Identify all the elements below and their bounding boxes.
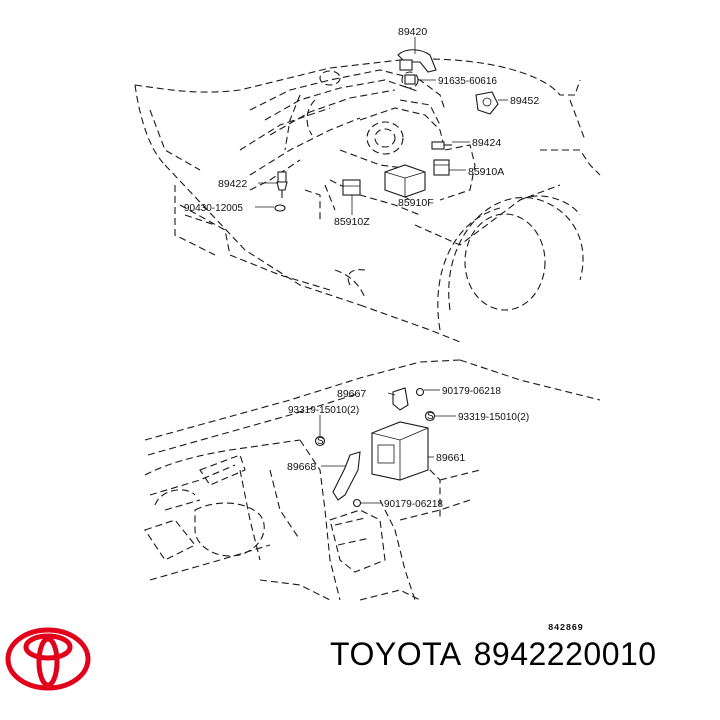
sensor-89452: [475, 91, 499, 115]
label-90179-06218-top: 90179-06218: [442, 386, 501, 397]
bracket-89667: [392, 387, 409, 411]
label-89420: 89420: [398, 26, 427, 38]
label-85910Z: 85910Z: [334, 216, 370, 228]
bolt-90179-06218-bottom: [352, 498, 362, 508]
label-89424: 89424: [472, 137, 501, 149]
ecu-box-85910F: [384, 164, 426, 198]
engine-bay-view: 89420 91635-60616 89452 89424 85910A 894…: [134, 26, 601, 343]
clip-91635-60616: [404, 74, 416, 85]
label-93319-15010-left: 93319-15010(2): [288, 405, 359, 416]
screw-93319-15010-left: [314, 435, 326, 447]
label-93319-15010-right: 93319-15010(2): [458, 412, 529, 423]
gasket-90430-12005: [274, 204, 286, 212]
leader-lines-bottom: [319, 389, 456, 504]
bracket-89668: [332, 451, 361, 501]
sensor-89420: [397, 49, 437, 73]
relay-85910Z: [342, 179, 361, 196]
label-90179-06218-bottom: 90179-06218: [384, 499, 443, 510]
label-91635-60616: 91635-60616: [438, 76, 497, 87]
label-89661: 89661: [436, 452, 465, 464]
label-89667: 89667: [337, 388, 366, 400]
label-90430-12005: 90430-12005: [184, 203, 243, 214]
part-number: 8942220010: [473, 636, 657, 672]
diagram-reference: 842869: [548, 623, 583, 633]
label-89668: 89668: [287, 461, 316, 473]
ecu-89661: [371, 421, 429, 481]
screw-mark-left: S: [317, 436, 324, 447]
label-89452: 89452: [510, 95, 539, 107]
brand-name: TOYOTA: [330, 636, 462, 672]
label-85910A: 85910A: [468, 166, 504, 178]
relay-85910A: [433, 159, 450, 176]
label-85910F: 85910F: [398, 197, 434, 209]
bolt-90179-06218-top: [415, 387, 425, 397]
sensor-89422: [276, 171, 288, 198]
product-caption: TOYOTA 8942220010: [330, 636, 669, 673]
sensor-89424: [431, 141, 452, 150]
label-89422: 89422: [218, 178, 247, 190]
leader-lines-top: [255, 37, 508, 215]
dashboard-view: S S 89667 90179-06218 93319-15010(2) 933…: [144, 359, 601, 601]
toyota-logo-icon: [5, 627, 91, 691]
screw-mark-right: S: [427, 411, 434, 422]
